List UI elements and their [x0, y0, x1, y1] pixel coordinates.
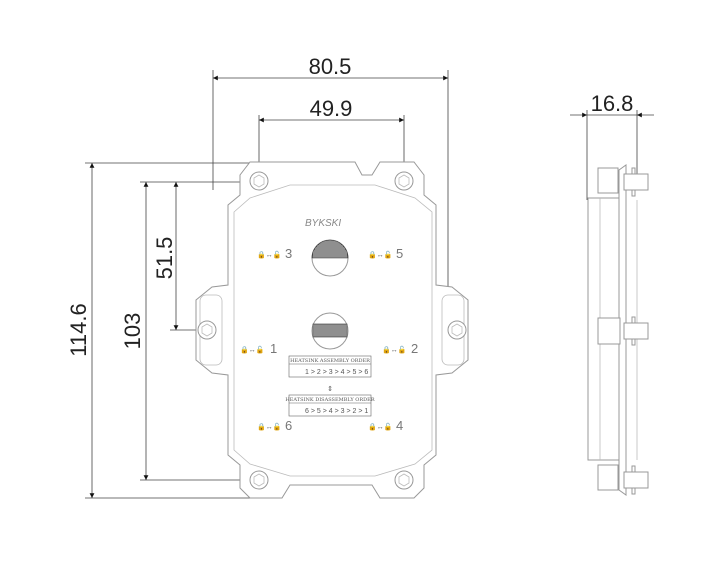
dimension-side-thickness: 16.8 — [570, 91, 654, 200]
assembly-order-title: HEATSINK ASSEMBLY ORDER — [290, 358, 370, 364]
svg-text:🔒↔🔓: 🔒↔🔓 — [257, 422, 281, 431]
dimension-hole-spacing-y: 103 — [120, 181, 255, 481]
disassembly-order-sequence: 6 > 5 > 4 > 3 > 2 > 1 — [305, 408, 368, 415]
screw-label-6: 🔒↔🔓 6 — [257, 418, 292, 433]
svg-text:🔒↔🔓: 🔒↔🔓 — [368, 422, 392, 431]
dimension-overall-height: 114.6 — [66, 162, 250, 499]
svg-text:3: 3 — [285, 246, 292, 261]
svg-text:🔒↔🔓: 🔒↔🔓 — [257, 250, 281, 259]
mounting-hole-right — [447, 320, 467, 340]
dimension-hole-spacing-x: 49.9 — [258, 96, 405, 178]
mounting-hole-top-left — [249, 171, 269, 191]
side-screw-top — [623, 167, 649, 197]
dim-label-hole-spacing-y: 103 — [120, 313, 145, 350]
screw-label-2: 🔒↔🔓 2 — [382, 341, 418, 356]
side-screw-bottom — [623, 465, 649, 495]
adjust-knob-center[interactable] — [311, 312, 349, 350]
screw-label-3: 🔒↔🔓 3 — [257, 246, 292, 261]
svg-text:🔒↔🔓: 🔒↔🔓 — [240, 345, 264, 354]
svg-text:2: 2 — [411, 341, 418, 356]
svg-text:1: 1 — [270, 341, 277, 356]
swap-arrows-icon: ⇕ — [327, 385, 333, 393]
assembly-order-sequence: 1 > 2 > 3 > 4 > 5 > 6 — [305, 369, 368, 376]
mounting-hole-top-right — [394, 171, 414, 191]
side-view — [587, 164, 649, 496]
svg-text:6: 6 — [285, 418, 292, 433]
svg-text:🔒↔🔓: 🔒↔🔓 — [382, 345, 406, 354]
screw-label-4: 🔒↔🔓 4 — [368, 418, 403, 433]
dimension-overall-width: 80.5 — [212, 54, 449, 300]
svg-text:5: 5 — [396, 246, 403, 261]
disassembly-order-title: HEATSINK DISASSEMBLY ORDER — [285, 397, 374, 403]
dim-label-hole-spacing-x: 49.9 — [310, 96, 353, 121]
dimension-center-offset: 51.5 — [152, 182, 205, 331]
svg-text:🔒↔🔓: 🔒↔🔓 — [368, 250, 392, 259]
svg-text:4: 4 — [396, 418, 403, 433]
mounting-hole-left — [197, 320, 217, 340]
brand-logo: BYKSKI — [305, 218, 341, 229]
front-view: BYKSKI 🔒↔🔓 3 🔒↔🔓 5 🔒↔🔓 1 🔒↔🔓 2 🔒↔🔓 6 🔒↔🔓 4 HEA… — [195, 161, 469, 499]
adjust-knob-top[interactable] — [311, 239, 349, 277]
mounting-hole-bottom-left — [249, 470, 269, 490]
dim-label-center-offset: 51.5 — [152, 237, 177, 280]
dim-label-thickness: 16.8 — [591, 91, 634, 116]
dim-label-height: 114.6 — [66, 303, 91, 356]
disassembly-order-box: HEATSINK DISASSEMBLY ORDER 6 > 5 > 4 > 3… — [285, 394, 375, 417]
screw-label-1: 🔒↔🔓 1 — [240, 341, 277, 356]
screw-label-5: 🔒↔🔓 5 — [368, 246, 403, 261]
dim-label-width: 80.5 — [309, 54, 352, 79]
mounting-hole-bottom-right — [394, 470, 414, 490]
assembly-order-box: HEATSINK ASSEMBLY ORDER 1 > 2 > 3 > 4 > … — [288, 355, 372, 378]
side-screw-middle — [623, 316, 649, 346]
